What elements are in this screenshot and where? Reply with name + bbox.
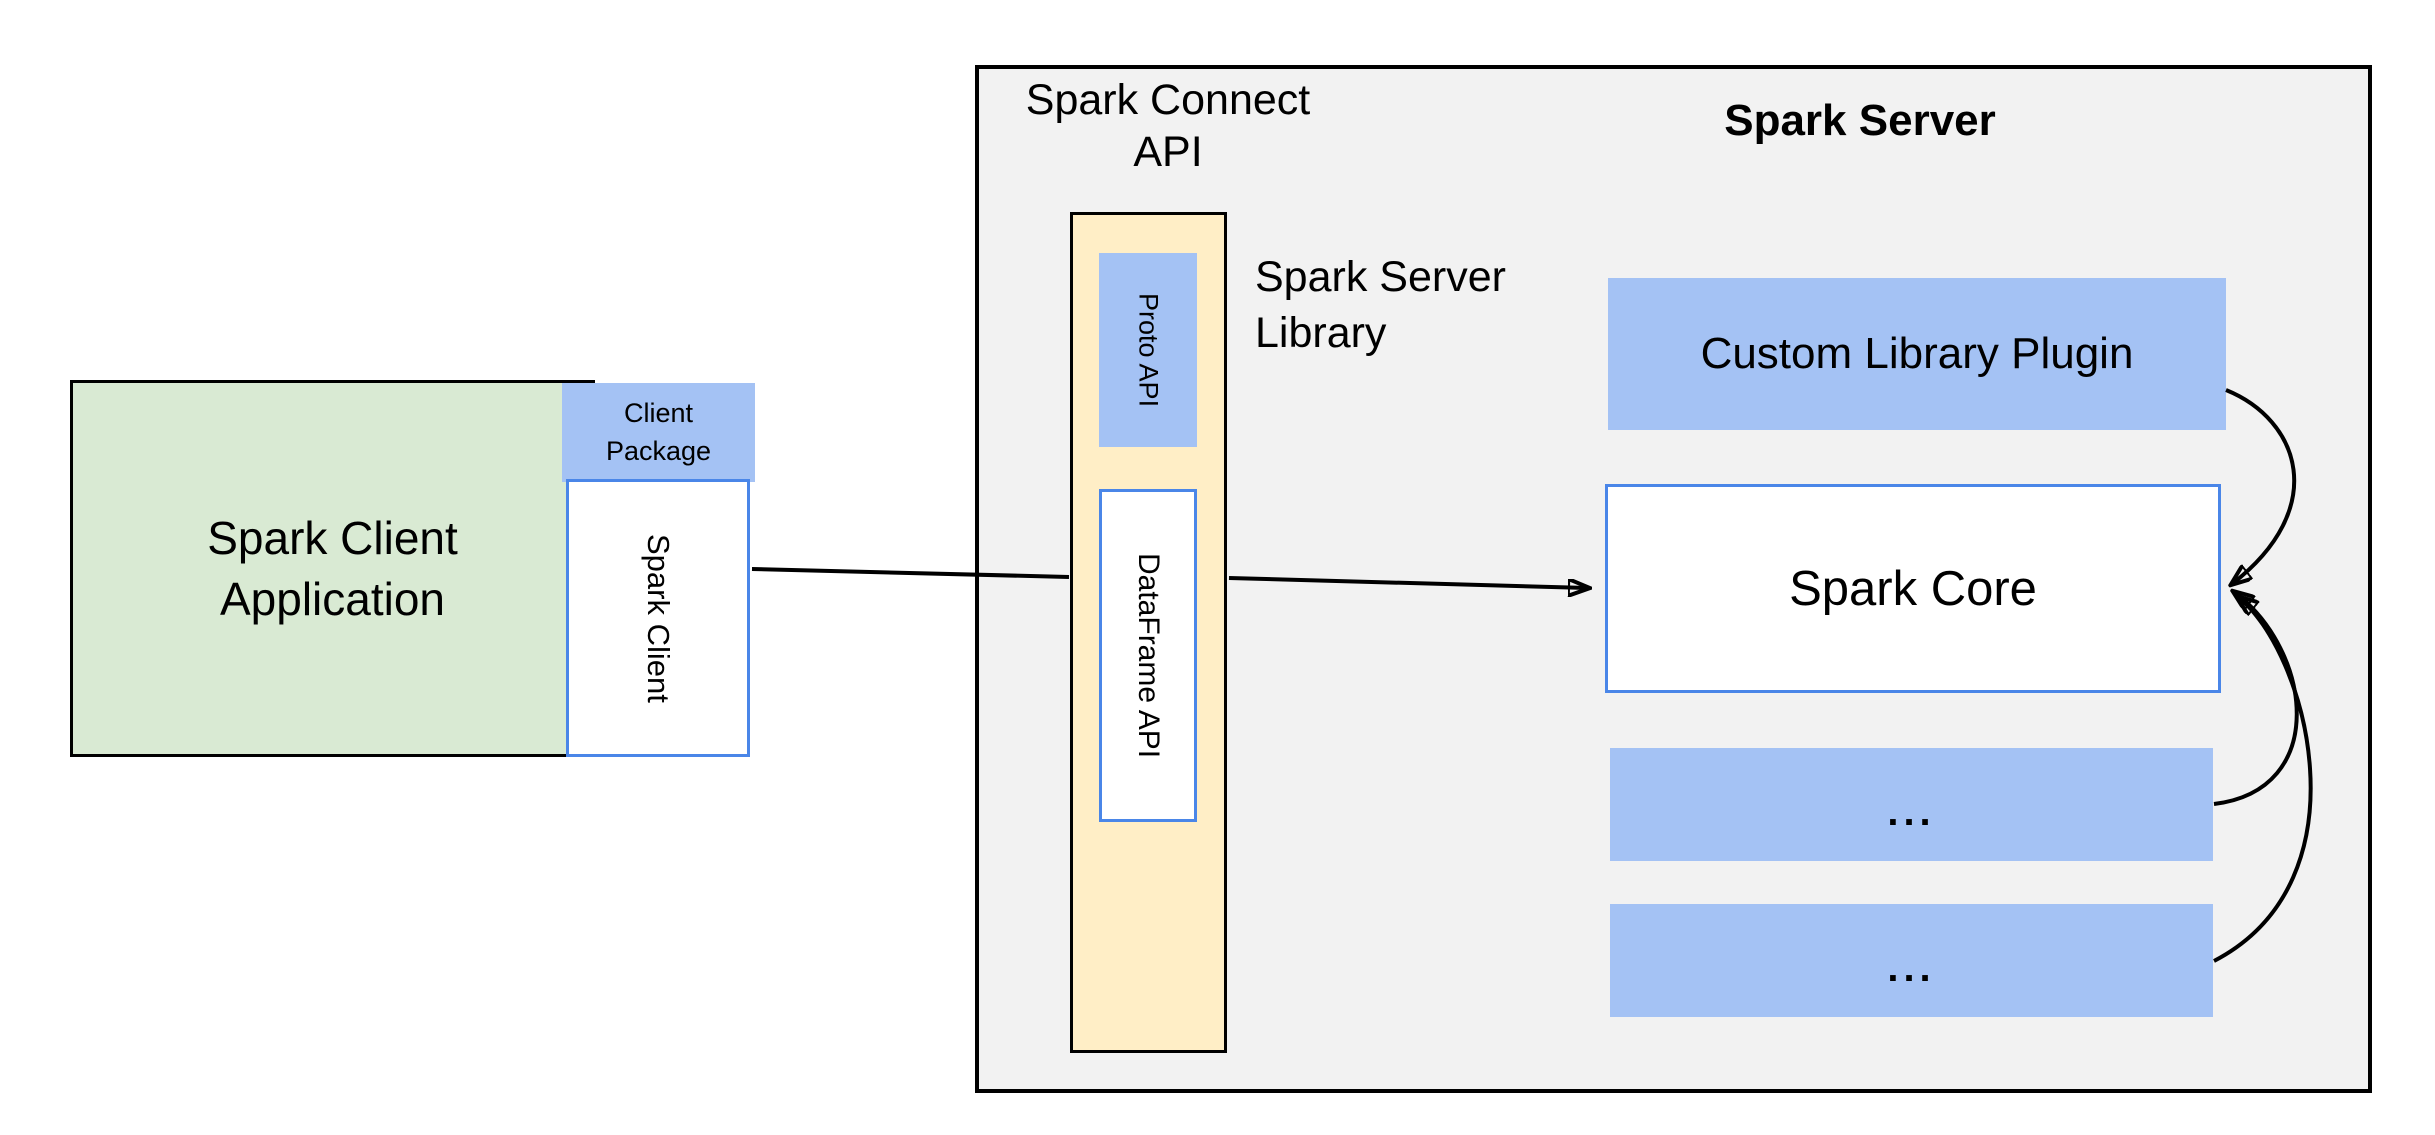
proto-api-label: Proto API [1133,292,1164,408]
spark-server-library-label-line1: Spark Server [1255,253,1506,301]
plugin-slot-1-label: ... [1887,790,1936,834]
dataframe-api-box: DataFrame API [1099,489,1197,822]
proto-api-box: Proto API [1099,253,1197,447]
spark-client-label: Spark Client [641,533,676,703]
spark-connect-api-label-line2: API [1133,128,1203,177]
spark-server-library-label-line2: Library [1255,308,1387,357]
spark-client-application-label-line2: Application [219,572,446,625]
spark-client-box: Spark Client [566,479,750,757]
spark-client-application-box: Spark Client Application [70,380,595,757]
spark-connect-api-label: Spark Connect API [978,74,1358,179]
spark-core-label: Spark Core [1789,561,2037,616]
plugin-slot-1-box: ... [1610,748,2213,861]
spark-client-application-label-line1: Spark Client [207,511,458,564]
client-package-label-line1: Client [623,397,694,428]
spark-core-box: Spark Core [1605,484,2221,693]
spark-server-title: Spark Server [1724,96,1996,145]
custom-library-plugin-box: Custom Library Plugin [1608,278,2226,430]
plugin-slot-2-box: ... [1610,904,2213,1017]
spark-server-library-label: Spark Server Library [1255,250,1585,362]
dataframe-api-label: DataFrame API [1132,552,1165,759]
client-package-box: Client Package [562,383,755,482]
spark-connect-api-label-line1: Spark Connect [1025,76,1311,124]
plugin-slot-2-label: ... [1887,946,1936,990]
custom-library-plugin-label: Custom Library Plugin [1700,329,2134,378]
client-package-label-line2: Package [605,435,712,466]
